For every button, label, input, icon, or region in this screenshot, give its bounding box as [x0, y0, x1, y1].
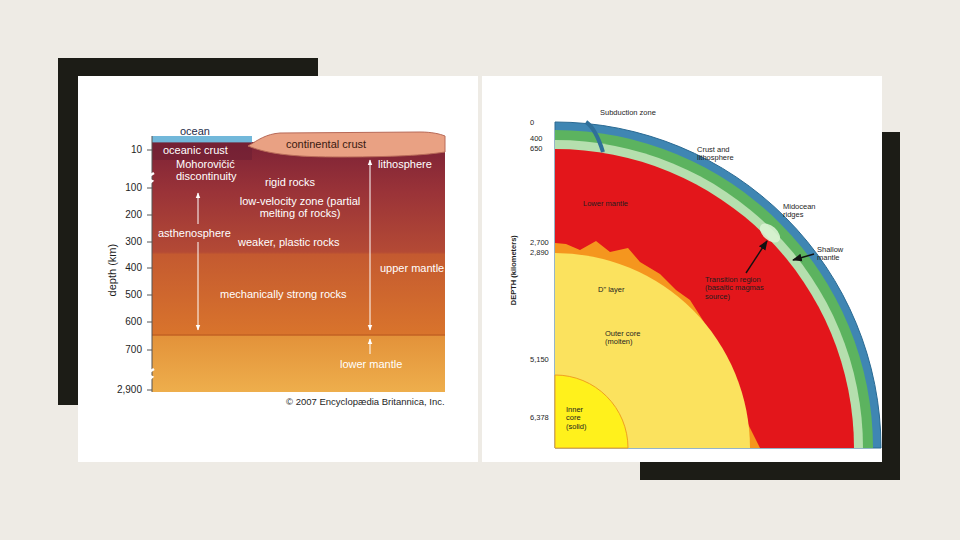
- layer-label: Subduction zone: [600, 109, 656, 117]
- depth-number: 2,890: [530, 249, 549, 257]
- layer-label: lower mantle: [340, 358, 402, 370]
- depth-number: 200: [125, 209, 142, 220]
- layer-label: mechanically strong rocks: [220, 288, 347, 300]
- layer-label: low-velocity zone (partial melting of ro…: [225, 195, 375, 220]
- depth-number: 400: [125, 262, 142, 273]
- panel: [78, 76, 478, 462]
- panel: [482, 76, 882, 462]
- earth-section: [146, 132, 445, 392]
- layer-label: Crust and lithosphere: [697, 146, 745, 163]
- layer-label: rigid rocks: [265, 176, 315, 188]
- layer-label: Mohorovičić discontinuity: [176, 158, 256, 183]
- depth-number: 600: [125, 316, 142, 327]
- depth-number: 400: [530, 135, 543, 143]
- depth-number: 100: [125, 182, 142, 193]
- layer-label: ocean: [180, 125, 210, 137]
- depth-number: 2,900: [117, 384, 142, 395]
- depth-number: 5,150: [530, 356, 549, 364]
- depth-number: 6,378: [530, 414, 549, 422]
- layer-label: Midocean ridges: [783, 203, 825, 220]
- layer-label: asthenosphere: [158, 227, 231, 239]
- depth-number: 10: [131, 144, 142, 155]
- layer-label: Outer core (molten): [605, 330, 645, 347]
- layer-label: continental crust: [286, 138, 366, 150]
- depth-number: 2,700: [530, 239, 549, 247]
- depth-number: 650: [530, 145, 543, 153]
- depth-number: 700: [125, 344, 142, 355]
- depth-number: 0: [530, 119, 534, 127]
- layer-label: Transition region (basaltic magmas sourc…: [705, 276, 771, 301]
- depth-number: 300: [125, 236, 142, 247]
- layer-label: oceanic crust: [163, 144, 228, 156]
- layer-label: Shallow mantle: [817, 246, 855, 263]
- layer-label: upper mantle: [380, 262, 444, 274]
- layer-label: weaker, plastic rocks: [238, 236, 339, 248]
- copyright-note: © 2007 Encyclopædia Britannica, Inc.: [286, 397, 445, 408]
- earth-quarter: [555, 122, 881, 448]
- layer-label: D" layer: [598, 286, 624, 294]
- layer-label: Lower mantle: [583, 200, 628, 208]
- axis-title: depth (km): [106, 244, 118, 297]
- axis-title: DEPTH (kilometers): [510, 235, 518, 305]
- layer-label: Inner core (solid): [566, 406, 598, 431]
- layer-label: lithosphere: [378, 158, 432, 170]
- depth-number: 500: [125, 289, 142, 300]
